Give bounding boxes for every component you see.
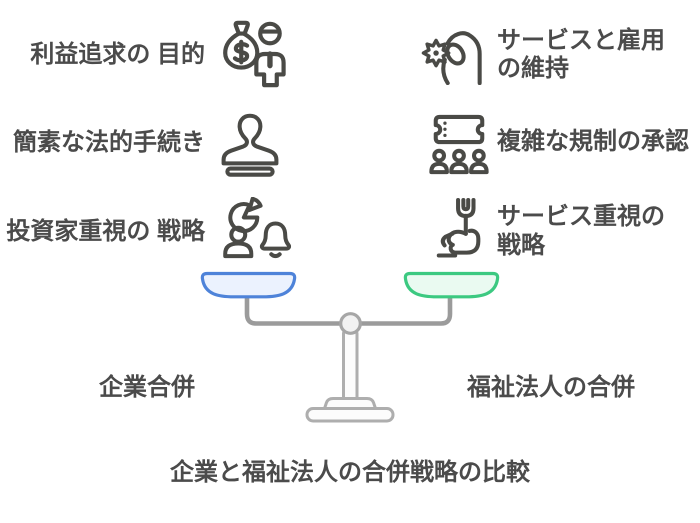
right-item-label-1: サービスと雇用 の維持 xyxy=(497,27,697,83)
right-pan-label: 福祉法人の合併 xyxy=(467,374,635,401)
left-item-label-1: 利益追求の 目的 xyxy=(30,41,205,68)
scale-beam xyxy=(244,295,453,326)
scale-pole xyxy=(342,329,359,403)
left-item-label-2: 簡素な法的手続き xyxy=(13,129,205,156)
hand-holding-gear-icon xyxy=(419,23,488,85)
hand-holding-wrench-icon xyxy=(433,197,487,259)
ticket-audience-icon xyxy=(428,112,490,178)
pie-chart-person-bell-icon xyxy=(217,197,293,264)
right-item-label-3-line2: 戦略 xyxy=(497,232,545,259)
right-item-label-3-line1: サービス重視の xyxy=(497,203,665,230)
scale-base-mid xyxy=(322,397,378,412)
right-item-label-1-line1: サービスと雇用 xyxy=(497,27,665,54)
right-item-label-3: サービス重視の 戦略 xyxy=(497,202,697,260)
diagram-title: 企業と福祉法人の合併戦略の比較 xyxy=(170,459,530,486)
businessman-money-icon xyxy=(212,17,289,89)
stamp-icon xyxy=(217,112,283,178)
scale-pivot xyxy=(339,312,362,335)
scale-base-bottom xyxy=(305,407,395,423)
right-item-label-2-line1: 複雑な規制の承認 xyxy=(497,128,689,155)
left-pan-label: 企業合併 xyxy=(99,374,195,401)
right-scale-pan xyxy=(403,271,500,299)
right-item-label-1-line2: の維持 xyxy=(497,55,569,82)
left-item-label-3: 投資家重視の 戦略 xyxy=(6,218,205,245)
left-scale-pan xyxy=(200,271,297,299)
right-item-label-2: 複雑な規制の承認 xyxy=(497,128,697,156)
